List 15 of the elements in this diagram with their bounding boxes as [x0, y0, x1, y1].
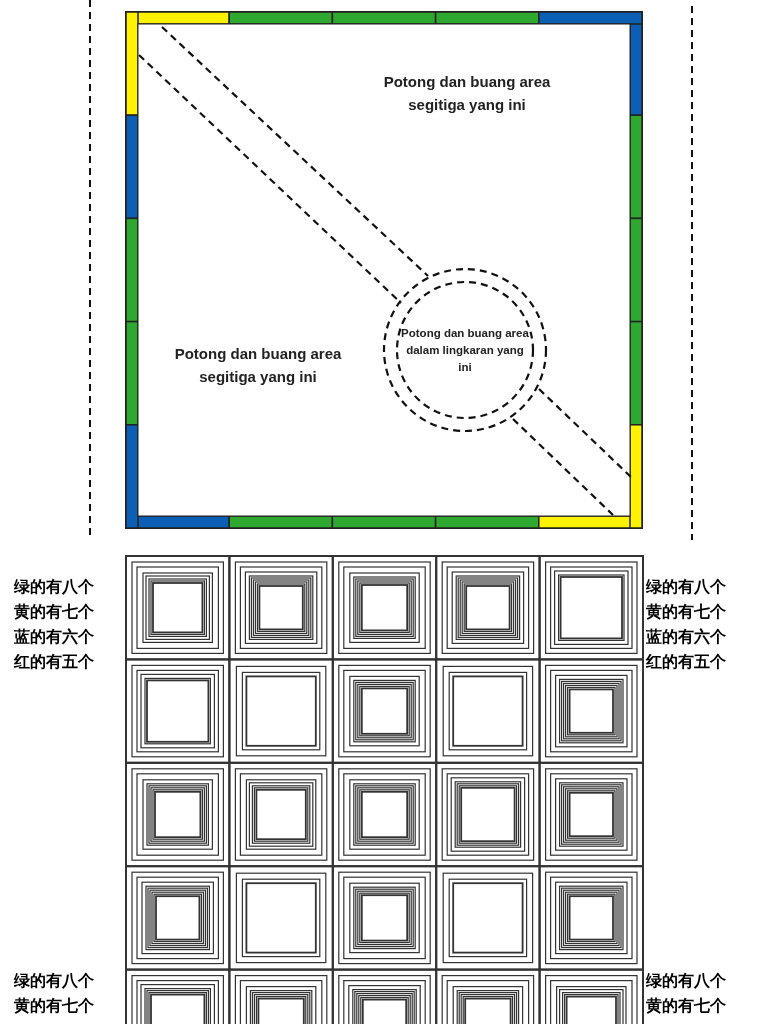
cut-instruction: Potong dan buang area dalam lingkaran yang ini: [400, 326, 530, 375]
count-note: 黄的有七个: [646, 601, 727, 623]
count-note: 黄的有七个: [14, 995, 95, 1017]
count-note: 黄的有七个: [646, 995, 727, 1017]
count-note: 蓝的有六个: [14, 626, 95, 648]
count-note: 绿的有八个: [14, 576, 95, 598]
count-note: 绿的有八个: [14, 970, 95, 992]
count-note: 红的有五个: [14, 651, 95, 673]
count-note: 红的有五个: [646, 651, 727, 673]
count-note: 黄的有七个: [14, 601, 95, 623]
count-note: 蓝的有六个: [646, 626, 727, 648]
cut-instruction: Potong dan buang area segitiga yang ini: [382, 72, 552, 115]
count-note: 绿的有八个: [646, 576, 727, 598]
count-note: 绿的有八个: [646, 970, 727, 992]
cut-instruction: Potong dan buang area segitiga yang ini: [173, 344, 343, 387]
